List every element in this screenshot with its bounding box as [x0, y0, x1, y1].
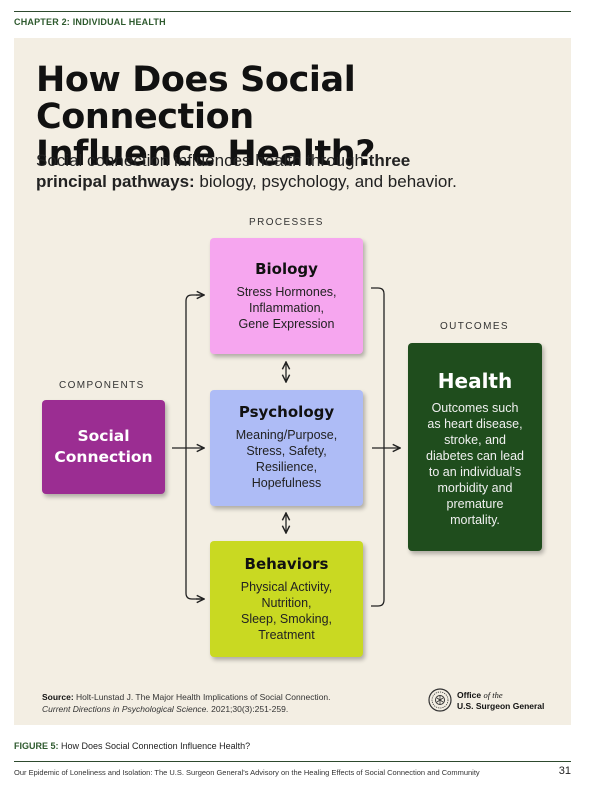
biology-title: Biology	[255, 260, 318, 278]
left-bracket	[185, 294, 204, 600]
figure-caption-label: FIGURE 5:	[14, 741, 59, 751]
social-line-2: Connection	[54, 448, 153, 466]
social-line-1: Social	[77, 427, 130, 445]
subtitle: Social connection influences health thro…	[36, 150, 536, 192]
subtitle-bold-2: principal pathways:	[36, 172, 195, 191]
behaviors-line: Nutrition,	[261, 596, 312, 610]
subtitle-bold-1: three	[368, 151, 411, 170]
page-number: 31	[558, 765, 571, 777]
behaviors-line: Sleep, Smoking,	[240, 612, 333, 626]
figure-caption-text: How Does Social Connection Influence Hea…	[58, 741, 251, 751]
logo-office: Office	[457, 690, 482, 700]
figure-caption: FIGURE 5: How Does Social Connection Inf…	[14, 741, 250, 751]
chapter-heading: CHAPTER 2: INDIVIDUAL HEALTH	[14, 17, 166, 27]
title-line-2: Influence Health?	[36, 134, 376, 174]
surgeon-general-seal-icon	[428, 688, 452, 712]
psychology-line: Resilience,	[255, 460, 318, 474]
health-outcome-box: Health Outcomes such as heart disease, s…	[408, 343, 542, 551]
health-line: diabetes can lead	[426, 449, 524, 463]
psychology-title: Psychology	[238, 403, 335, 421]
components-label: COMPONENTS	[59, 380, 145, 391]
biology-line: Gene Expression	[238, 317, 335, 331]
behaviors-line: Physical Activity,	[240, 580, 333, 594]
health-line: morbidity and	[437, 481, 513, 495]
logo-name: U.S. Surgeon General	[457, 700, 545, 711]
outcomes-label: OUTCOMES	[440, 321, 509, 332]
surgeon-general-logo-text: Office of the U.S. Surgeon General	[457, 690, 544, 711]
behaviors-title: Behaviors	[244, 555, 329, 573]
footer-text: Our Epidemic of Loneliness and Isolation…	[14, 768, 480, 777]
logo-of-the: of the	[483, 690, 503, 700]
biology-box: Biology Stress Hormones, Inflammation, G…	[210, 238, 363, 354]
health-line: mortality.	[450, 513, 500, 527]
bottom-rule	[14, 761, 571, 762]
subtitle-pre: Social connection influences health thro…	[36, 151, 369, 170]
behaviors-line: Treatment	[258, 628, 315, 642]
page-title: How Does Social Connection Influence Hea…	[36, 62, 566, 173]
source-label: Source:	[42, 692, 74, 702]
health-line: stroke, and	[444, 433, 506, 447]
top-rule	[14, 11, 571, 12]
health-line: to an individual’s	[428, 465, 522, 479]
right-bracket	[371, 287, 385, 607]
source-text: Holt-Lunstad J. The Major Health Implica…	[73, 692, 331, 702]
health-title: Health	[437, 369, 513, 393]
psychology-line: Meaning/Purpose,	[235, 428, 338, 442]
biology-line: Stress Hormones,	[236, 285, 337, 299]
behaviors-box: Behaviors Physical Activity, Nutrition, …	[210, 541, 363, 657]
title-line-1: How Does Social Connection	[36, 60, 356, 137]
source-journal: Current Directions in Psychological Scie…	[42, 704, 209, 714]
source-citation: Source: Holt-Lunstad J. The Major Health…	[42, 691, 331, 715]
biology-line: Inflammation,	[248, 301, 325, 315]
health-line: premature	[446, 497, 504, 511]
health-line: Outcomes such	[431, 401, 519, 415]
psychology-box: Psychology Meaning/Purpose, Stress, Safe…	[210, 390, 363, 506]
processes-label: PROCESSES	[249, 217, 324, 228]
health-line: as heart disease,	[427, 417, 523, 431]
psychology-line: Hopefulness	[251, 476, 322, 490]
source-citation-detail: 2021;30(3):251-259.	[208, 704, 289, 714]
psychology-line: Stress, Safety,	[246, 444, 327, 458]
subtitle-post: biology, psychology, and behavior.	[194, 172, 457, 191]
